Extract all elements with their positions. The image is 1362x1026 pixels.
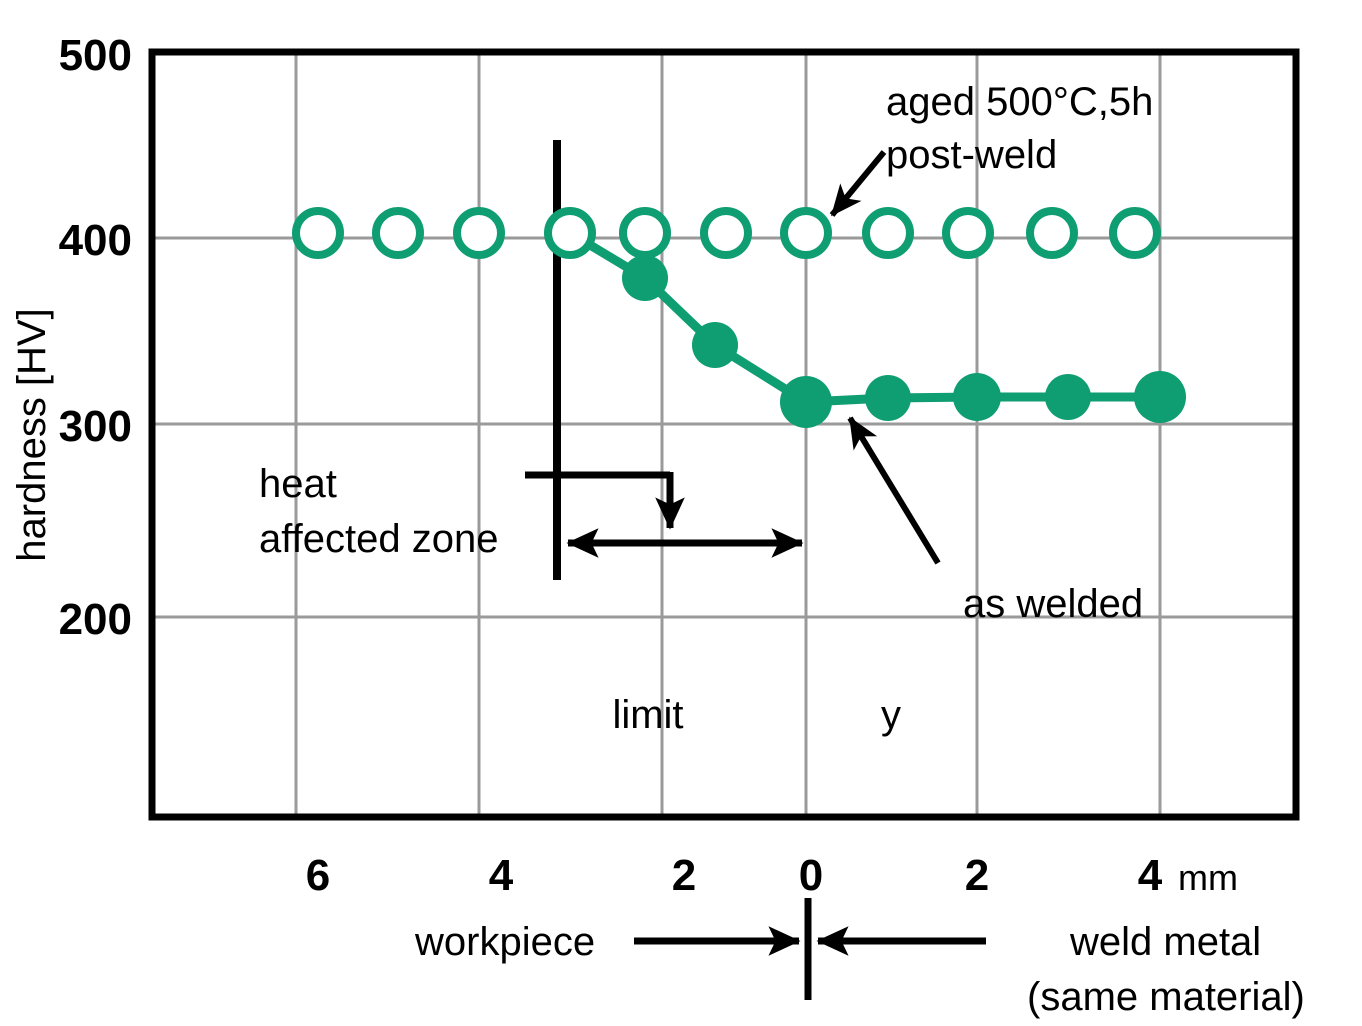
- data-point-open: [942, 207, 994, 259]
- as-welded-annotation-arrow: [847, 416, 941, 565]
- series-aged-post-weld: [292, 207, 1161, 259]
- data-point-open: [700, 207, 752, 259]
- x-tick-label-4-right: 4: [1138, 851, 1163, 900]
- x-tick-label-4: 4: [489, 851, 514, 900]
- plot-background: [152, 52, 1296, 817]
- haz-label-line1: heat: [259, 462, 337, 506]
- data-point-open: [619, 207, 671, 259]
- y-tick-label-400: 400: [59, 216, 132, 265]
- y-label: y: [881, 693, 901, 737]
- x-tick-label-2-right: 2: [965, 851, 989, 900]
- as-welded-annotation-label: as welded: [963, 582, 1143, 626]
- weld-metal-label-line2: (same material): [1027, 975, 1305, 1019]
- x-tick-label-6: 6: [306, 851, 330, 900]
- x-tick-label-2: 2: [672, 851, 696, 900]
- x-axis-unit-label: mm: [1178, 857, 1238, 898]
- y-tick-label-300: 300: [59, 402, 132, 451]
- x-tick-label-0: 0: [799, 851, 823, 900]
- data-point-open: [292, 207, 344, 259]
- aged-annotation-line2: post-weld: [886, 133, 1057, 177]
- data-point-filled: [865, 375, 911, 421]
- data-point-filled: [1134, 371, 1186, 423]
- limit-label: limit: [612, 693, 683, 737]
- weld-metal-label-line1: weld metal: [1069, 920, 1261, 964]
- y-tick-label-500: 500: [59, 31, 132, 80]
- y-tick-label-200: 200: [59, 595, 132, 644]
- data-point-filled: [780, 376, 832, 428]
- y-axis-title: hardness [HV]: [10, 308, 54, 561]
- plot-frame: [148, 48, 1300, 821]
- data-point-open: [453, 207, 505, 259]
- data-point-open: [862, 207, 914, 259]
- aged-annotation-arrow: [829, 150, 887, 217]
- data-point-filled: [1045, 374, 1091, 420]
- data-point-filled: [622, 255, 668, 301]
- series-as-welded: [565, 228, 1186, 428]
- haz-leader: [525, 471, 685, 530]
- data-point-open: [1026, 207, 1078, 259]
- data-point-open: [372, 207, 424, 259]
- vertical-gridlines: [294, 52, 1162, 817]
- data-point-open: [780, 207, 832, 259]
- workpiece-label: workpiece: [414, 920, 595, 964]
- aged-annotation-line1: aged 500°C,5h: [886, 80, 1153, 124]
- data-point-open: [1109, 207, 1161, 259]
- data-point-filled: [692, 322, 738, 368]
- haz-label-line2: affected zone: [259, 517, 498, 561]
- data-point-open: [544, 207, 596, 259]
- data-point-filled: [953, 373, 1001, 421]
